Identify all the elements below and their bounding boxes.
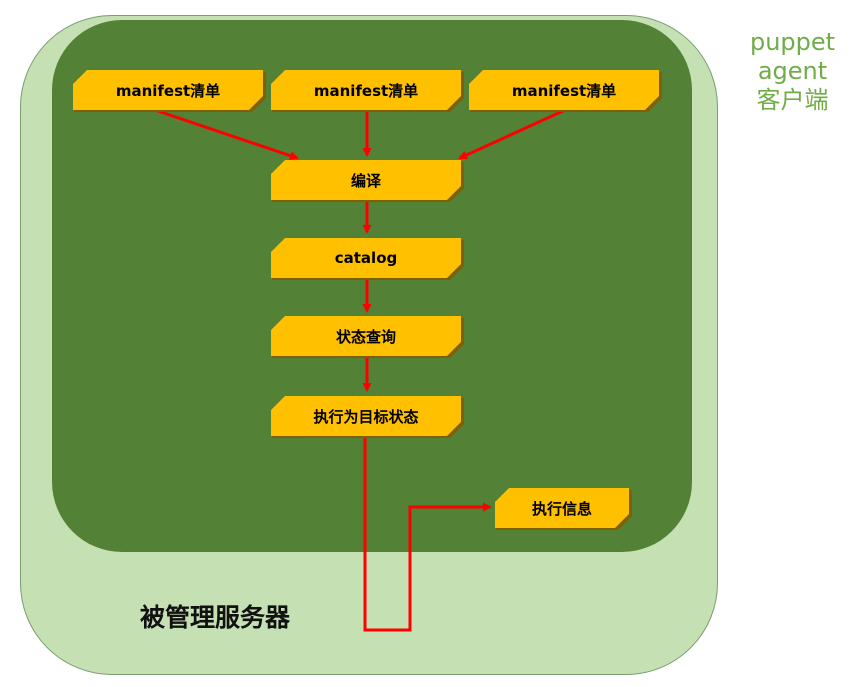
agent-label-line1: puppet — [749, 28, 836, 56]
state-query-node: 状态查询 — [271, 316, 461, 356]
execution-info-node: 执行信息 — [495, 488, 629, 528]
agent-label-line3: 客户端 — [756, 86, 829, 114]
manifest-node-1: manifest清单 — [73, 70, 263, 110]
arrow-manifest3-to-compile — [458, 108, 566, 160]
agent-label-line2: agent — [757, 57, 828, 85]
manifest-node-2: manifest清单 — [271, 70, 461, 110]
catalog-node: catalog — [271, 238, 461, 278]
agent-label: puppet agent 客户端 — [735, 28, 850, 115]
compile-node: 编译 — [271, 160, 461, 200]
managed-server-label: 被管理服务器 — [140, 603, 291, 632]
arrow-execute-to-info — [363, 433, 492, 632]
execute-target-state-node: 执行为目标状态 — [271, 396, 461, 436]
arrow-manifest1-to-compile — [154, 108, 299, 161]
manifest-node-3: manifest清单 — [469, 70, 659, 110]
